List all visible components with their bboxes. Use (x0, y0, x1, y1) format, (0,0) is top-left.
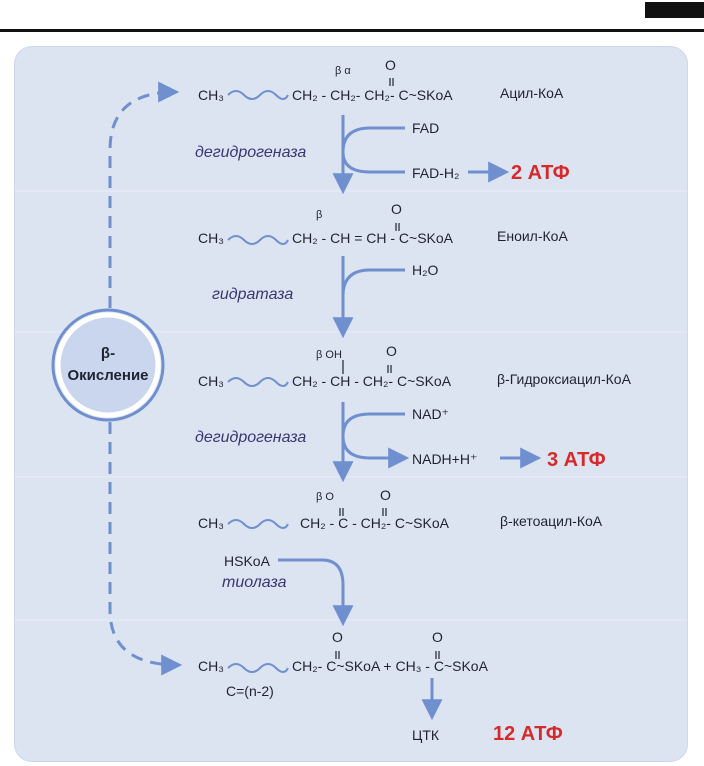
row5-chain-note: C=(n-2) (226, 683, 274, 699)
step1-atp: 2 АТФ (511, 162, 570, 184)
row4-name: β-кетоацил-КоА (500, 513, 603, 529)
cycle-loop (108, 81, 183, 676)
row-enoyl-coa: β O CH₃ CH₂ - CH = CH - C~SKoA Еноил-КоА (198, 201, 568, 246)
step1-output: FAD-H₂ (412, 165, 459, 181)
top-rule (0, 29, 704, 32)
row-acyl-coa: β α O CH₃ CH₂ - CH₂- CH₂- C~SKoA Ацил-Ко… (198, 57, 564, 103)
step-dehydrogenase-2: дегидрогеназа NAD⁺ NADH+H⁺ 3 АТФ (195, 402, 606, 483)
row-hydroxyacyl-coa: β OH O CH₃ CH₂ - CH - CH₂- C~SKoA β-Гидр… (198, 343, 632, 389)
cycle-label-line2: Окисление (67, 367, 148, 384)
row5-formula: CH₂- C~SKoA + CH₃ - C~SKoA (292, 658, 489, 674)
row1-oxygen: O (385, 57, 396, 73)
row1-ch3: CH₃ (198, 87, 224, 103)
row4-formula: CH₂ - C - CH₂- C~SKoA (300, 515, 450, 531)
row2-formula: CH₂ - CH = CH - C~SKoA (292, 230, 454, 246)
row2-oxygen: O (391, 201, 402, 217)
row4-oxygen: O (380, 487, 391, 503)
row4-markers: β O (316, 491, 334, 503)
cycle-label-line1: β- (101, 345, 115, 362)
step1-enzyme: дегидрогеназа (195, 144, 306, 161)
row3-ch3: CH₃ (198, 373, 224, 389)
step3-output: NADH+H⁺ (412, 451, 477, 467)
row4-ch3: CH₃ (198, 515, 224, 531)
final-atp: 12 АТФ (493, 723, 563, 745)
step3-enzyme: дегидрогеназа (195, 429, 306, 446)
row3-formula: CH₂ - CH - CH₂- C~SKoA (292, 373, 452, 389)
step-hydratase: гидратаза H₂O (212, 256, 439, 339)
step4-input: HSKoA (224, 553, 271, 569)
row1-markers: β α (335, 65, 351, 77)
row3-oxygen: O (386, 343, 397, 359)
row3-markers: β OH (316, 349, 342, 361)
final-target: ЦТК (412, 727, 440, 743)
step-thiolase: HSKoA тиолаза (222, 553, 354, 627)
cycle-circle: β- Окисление (51, 308, 165, 422)
row1-formula: CH₂ - CH₂- CH₂- C~SKoA (292, 87, 453, 103)
chain-waves (227, 90, 289, 673)
row1-name: Ацил-КоА (500, 85, 564, 101)
header-mark (645, 2, 704, 18)
row3-name: β-Гидроксиацил-КоА (497, 371, 632, 387)
row2-markers: β (316, 209, 322, 221)
step3-input: NAD⁺ (412, 406, 449, 422)
row5-oxygen-1: O (332, 629, 343, 645)
row-ketoacyl-coa: β O O CH₃ CH₂ - C - CH₂- C~SKoA β-кетоац… (198, 487, 603, 531)
step1-input: FAD (412, 120, 439, 136)
step2-input: H₂O (412, 262, 439, 278)
row-products: O O CH₃ CH₂- C~SKoA + CH₃ - C~SKoA C=(n-… (198, 629, 489, 699)
step4-enzyme: тиолаза (222, 574, 287, 591)
step3-atp: 3 АТФ (547, 449, 606, 471)
step-dehydrogenase-1: дегидрогеназа FAD FAD-H₂ 2 АТФ (195, 115, 570, 195)
row5-oxygen-2: O (432, 629, 443, 645)
final-step: ЦТК 12 АТФ (412, 678, 563, 745)
double-bond-marks (335, 78, 440, 659)
row5-ch3: CH₃ (198, 658, 224, 674)
step2-enzyme: гидратаза (212, 286, 293, 303)
row2-name: Еноил-КоА (497, 228, 568, 244)
row2-ch3: CH₃ (198, 230, 224, 246)
